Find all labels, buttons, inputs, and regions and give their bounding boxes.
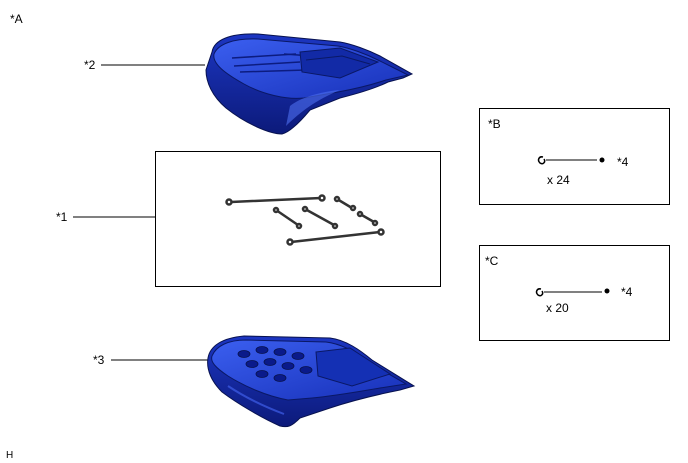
detail-b-tag: *B: [488, 117, 501, 131]
wire-parts-frame: [155, 151, 441, 287]
detail-b-callout: *4: [617, 155, 629, 169]
hog-ring-c-icon: [535, 288, 610, 297]
callout-2-label: *2: [84, 58, 96, 72]
detail-c-tag: *C: [485, 254, 499, 268]
detail-c-quantity: x 20: [546, 301, 569, 315]
detail-b-box: *B x 24 *4: [479, 108, 670, 205]
callout-1-label: *1: [56, 210, 68, 224]
hog-ring-b-icon: [537, 156, 605, 165]
figure-label: *A: [10, 12, 23, 26]
corner-code: H: [6, 450, 14, 461]
seat-wire-set: [225, 194, 385, 246]
callout-3-label: *3: [93, 353, 105, 367]
detail-b-quantity: x 24: [547, 173, 570, 187]
detail-c-callout: *4: [621, 285, 633, 299]
detail-c-box: *C x 20 *4: [479, 245, 670, 341]
seat-cushion-pad: [207, 335, 416, 428]
seat-cushion-cover: [205, 33, 414, 135]
